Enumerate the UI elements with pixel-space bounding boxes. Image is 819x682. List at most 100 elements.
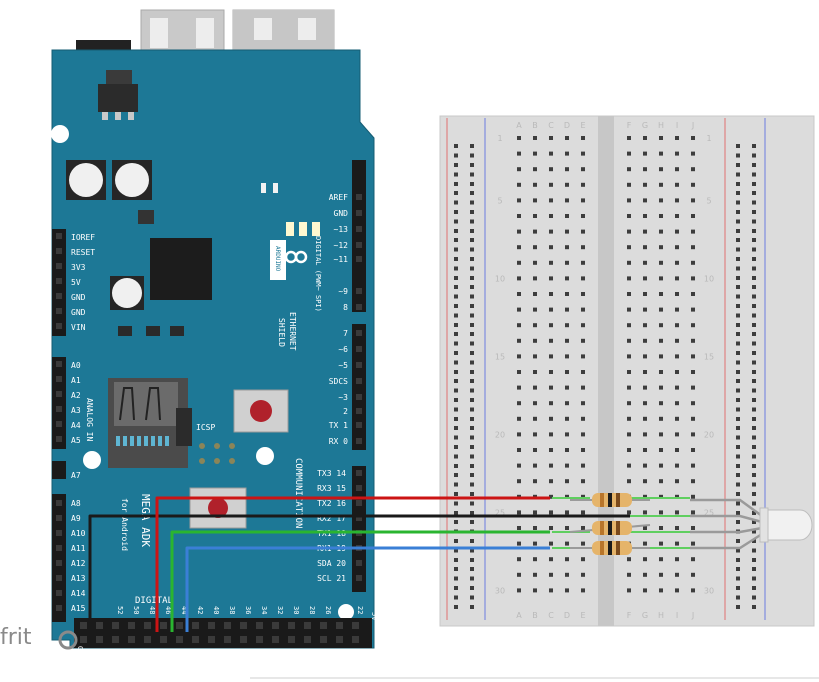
header-pin[interactable]: [356, 346, 362, 352]
breadboard-hole[interactable]: [675, 214, 679, 218]
breadboard-hole[interactable]: [470, 548, 474, 553]
header-pin[interactable]: [56, 323, 62, 329]
breadboard-hole[interactable]: [752, 332, 756, 336]
breadboard-hole[interactable]: [470, 482, 474, 487]
breadboard-hole[interactable]: [565, 182, 569, 187]
breadboard-hole[interactable]: [752, 370, 756, 374]
breadboard-hole[interactable]: [470, 304, 474, 308]
breadboard-hole[interactable]: [470, 219, 474, 224]
breadboard-hole[interactable]: [627, 479, 631, 484]
breadboard-hole[interactable]: [752, 351, 756, 355]
breadboard-hole[interactable]: [565, 292, 569, 296]
breadboard-hole[interactable]: [549, 229, 553, 234]
breadboard-hole[interactable]: [565, 416, 569, 421]
breadboard-hole[interactable]: [675, 354, 679, 359]
breadboard-hole[interactable]: [752, 426, 756, 430]
breadboard-hole[interactable]: [675, 338, 679, 343]
breadboard-hole[interactable]: [470, 370, 474, 374]
breadboard-hole[interactable]: [736, 323, 740, 327]
breadboard-hole[interactable]: [675, 167, 679, 172]
breadboard-hole[interactable]: [565, 338, 569, 343]
breadboard-hole[interactable]: [454, 473, 458, 477]
breadboard-hole[interactable]: [454, 595, 458, 600]
breadboard-hole[interactable]: [659, 354, 663, 359]
header-pin[interactable]: [144, 622, 151, 629]
breadboard-hole[interactable]: [517, 557, 521, 562]
breadboard-hole[interactable]: [565, 557, 569, 562]
breadboard-hole[interactable]: [643, 541, 647, 546]
breadboard-hole[interactable]: [736, 370, 740, 374]
breadboard-hole[interactable]: [517, 276, 521, 281]
breadboard-hole[interactable]: [454, 548, 458, 553]
breadboard-hole[interactable]: [454, 172, 458, 177]
breadboard-hole[interactable]: [454, 407, 458, 412]
breadboard-hole[interactable]: [454, 294, 458, 299]
breadboard-hole[interactable]: [581, 198, 585, 203]
header-pin[interactable]: [56, 560, 62, 566]
breadboard-hole[interactable]: [736, 539, 740, 543]
breadboard-hole[interactable]: [581, 401, 585, 406]
breadboard-hole[interactable]: [549, 401, 553, 406]
breadboard-hole[interactable]: [470, 520, 474, 524]
breadboard-hole[interactable]: [470, 558, 474, 562]
breadboard-hole[interactable]: [643, 323, 647, 328]
breadboard-hole[interactable]: [470, 539, 474, 543]
breadboard-hole[interactable]: [627, 385, 631, 390]
breadboard-hole[interactable]: [627, 572, 631, 577]
breadboard-hole[interactable]: [675, 572, 679, 577]
breadboard-hole[interactable]: [659, 526, 663, 530]
breadboard-hole[interactable]: [517, 214, 521, 218]
breadboard-hole[interactable]: [549, 307, 553, 312]
breadboard-hole[interactable]: [517, 260, 521, 265]
breadboard-hole[interactable]: [736, 605, 740, 609]
breadboard-hole[interactable]: [736, 210, 740, 214]
breadboard-hole[interactable]: [533, 136, 537, 140]
breadboard-hole[interactable]: [752, 304, 756, 308]
breadboard-hole[interactable]: [752, 276, 756, 280]
breadboard-hole[interactable]: [659, 307, 663, 312]
breadboard-hole[interactable]: [517, 370, 521, 374]
breadboard-hole[interactable]: [752, 398, 756, 402]
breadboard-hole[interactable]: [736, 417, 740, 421]
breadboard-hole[interactable]: [454, 567, 458, 571]
breadboard-hole[interactable]: [752, 482, 756, 487]
breadboard-hole[interactable]: [533, 510, 537, 515]
breadboard-hole[interactable]: [691, 479, 695, 484]
header-pin[interactable]: [356, 470, 362, 476]
breadboard-hole[interactable]: [470, 360, 474, 365]
breadboard-hole[interactable]: [454, 576, 458, 581]
breadboard-hole[interactable]: [470, 576, 474, 581]
breadboard-hole[interactable]: [581, 151, 585, 156]
breadboard-hole[interactable]: [736, 492, 740, 496]
rgb-led[interactable]: [690, 498, 813, 550]
breadboard-hole[interactable]: [533, 354, 537, 359]
header-pin[interactable]: [56, 575, 62, 581]
breadboard-hole[interactable]: [691, 370, 695, 374]
header-pin[interactable]: [356, 422, 362, 428]
breadboard-hole[interactable]: [736, 511, 740, 515]
breadboard-hole[interactable]: [454, 360, 458, 365]
breadboard-hole[interactable]: [752, 492, 756, 496]
breadboard-hole[interactable]: [643, 416, 647, 421]
header-pin[interactable]: [96, 622, 103, 629]
breadboard-hole[interactable]: [581, 494, 585, 499]
breadboard-hole[interactable]: [549, 463, 553, 468]
header-pin[interactable]: [112, 636, 119, 643]
breadboard-hole[interactable]: [470, 454, 474, 459]
breadboard-hole[interactable]: [470, 426, 474, 430]
header-pin[interactable]: [256, 636, 263, 643]
breadboard-hole[interactable]: [549, 526, 553, 530]
header-pin[interactable]: [56, 361, 62, 367]
breadboard-hole[interactable]: [533, 572, 537, 577]
breadboard-hole[interactable]: [533, 370, 537, 374]
header-pin[interactable]: [356, 330, 362, 336]
breadboard-hole[interactable]: [675, 588, 679, 593]
breadboard-hole[interactable]: [565, 167, 569, 172]
breadboard-hole[interactable]: [581, 416, 585, 421]
breadboard-hole[interactable]: [517, 136, 521, 140]
breadboard-hole[interactable]: [581, 292, 585, 296]
breadboard-hole[interactable]: [454, 605, 458, 609]
green-wire[interactable]: [170, 530, 550, 632]
breadboard-hole[interactable]: [549, 245, 553, 250]
breadboard-hole[interactable]: [549, 416, 553, 421]
